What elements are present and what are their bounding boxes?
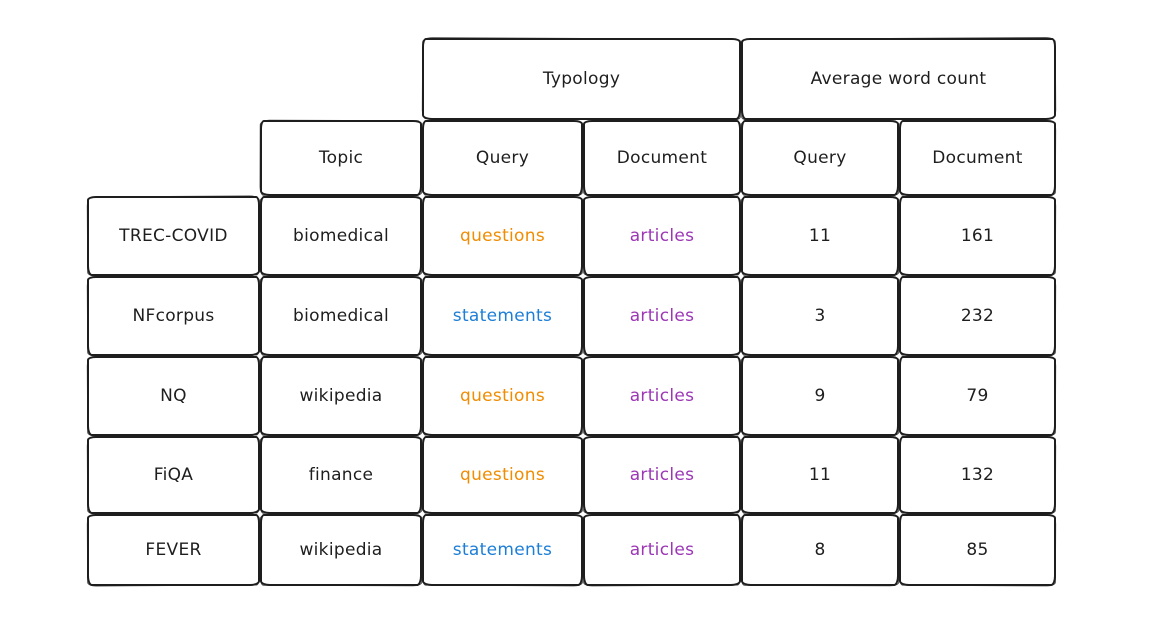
dataset-name-cell: NQ <box>87 356 260 436</box>
avg-query-words-cell: 11 <box>741 436 899 514</box>
topic-cell: biomedical <box>260 196 422 276</box>
avg-document-words-cell: 85 <box>899 514 1056 586</box>
avg-word-count-group-header: Average word count <box>741 38 1056 120</box>
avg-document-words-cell: 232 <box>899 276 1056 356</box>
avg-query-words-cell: 11 <box>741 196 899 276</box>
topic-cell: wikipedia <box>260 356 422 436</box>
topic-cell: finance <box>260 436 422 514</box>
avg-query-words-cell: 3 <box>741 276 899 356</box>
query-typology-cell: questions <box>422 196 583 276</box>
document-typology-cell: articles <box>583 514 741 586</box>
query-typology-cell: questions <box>422 436 583 514</box>
dataset-name-cell: NFcorpus <box>87 276 260 356</box>
dataset-name-cell: FEVER <box>87 514 260 586</box>
avg-query-words-cell: 8 <box>741 514 899 586</box>
document-typology-cell: articles <box>583 356 741 436</box>
avg-query-words-cell: 9 <box>741 356 899 436</box>
topic-cell: wikipedia <box>260 514 422 586</box>
column-header-awc-query: Query <box>741 120 899 196</box>
query-typology-cell: statements <box>422 276 583 356</box>
document-typology-cell: articles <box>583 436 741 514</box>
document-typology-cell: articles <box>583 276 741 356</box>
column-header-typology-query: Query <box>422 120 583 196</box>
query-typology-cell: statements <box>422 514 583 586</box>
avg-document-words-cell: 79 <box>899 356 1056 436</box>
avg-document-words-cell: 132 <box>899 436 1056 514</box>
document-typology-cell: articles <box>583 196 741 276</box>
typology-group-header: Typology <box>422 38 741 120</box>
avg-document-words-cell: 161 <box>899 196 1056 276</box>
dataset-name-cell: TREC-COVID <box>87 196 260 276</box>
column-header-awc-document: Document <box>899 120 1056 196</box>
dataset-name-cell: FiQA <box>87 436 260 514</box>
column-header-typology-document: Document <box>583 120 741 196</box>
column-header-topic: Topic <box>260 120 422 196</box>
topic-cell: biomedical <box>260 276 422 356</box>
query-typology-cell: questions <box>422 356 583 436</box>
